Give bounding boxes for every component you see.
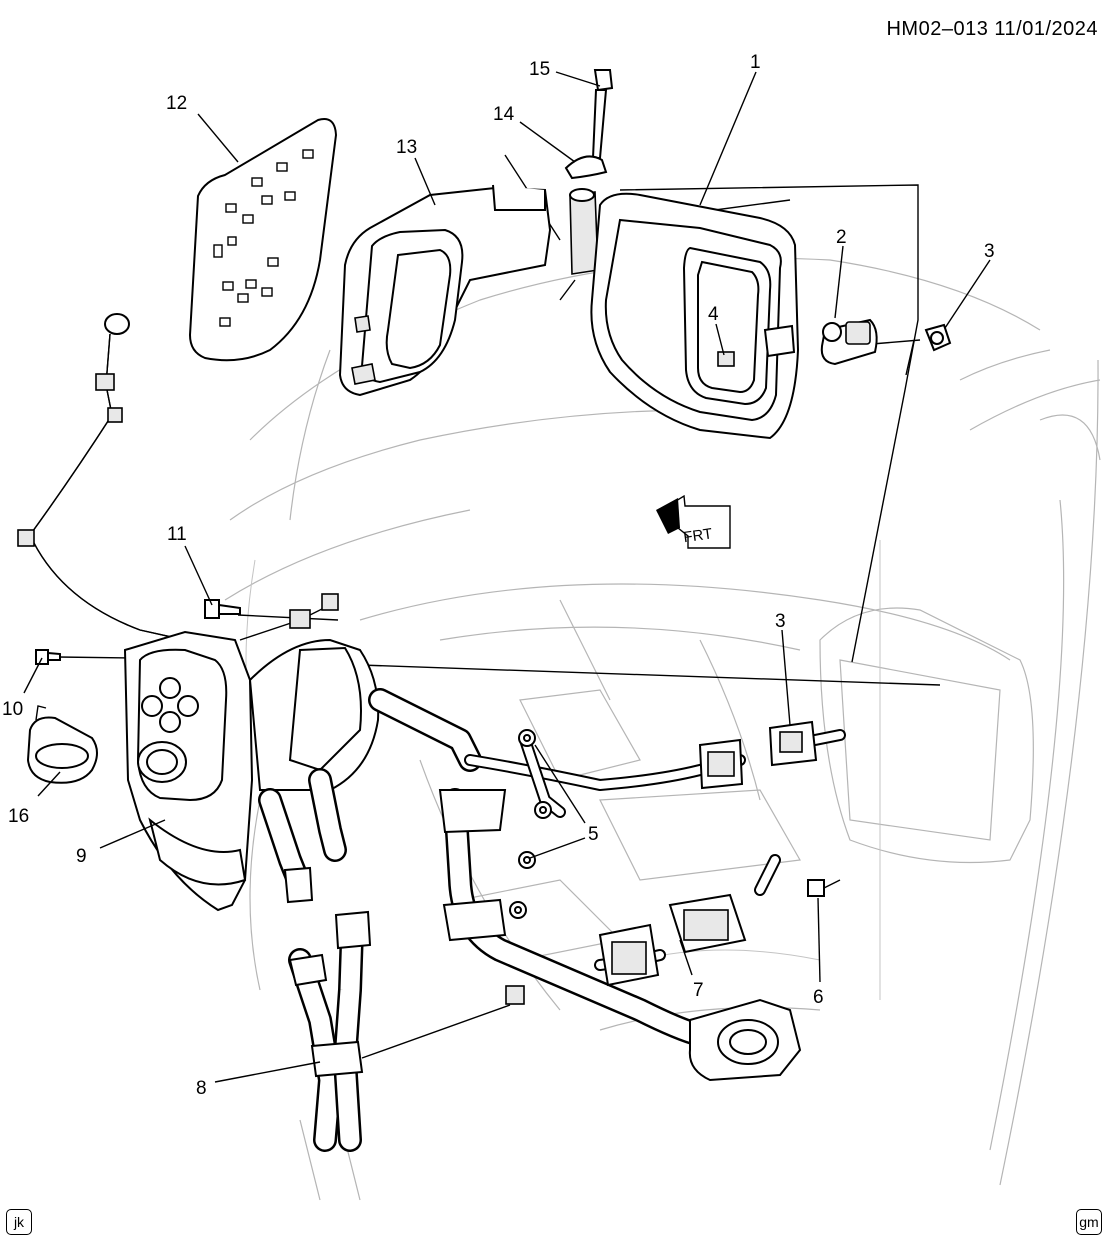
corner-tag-left: jk (6, 1209, 32, 1235)
part-6-bolt (807, 879, 841, 897)
part-5-grommets (509, 729, 552, 919)
part-9-charge-inlet-assembly (123, 630, 254, 912)
callout-14: 14 (493, 104, 515, 125)
callout-3-top: 3 (984, 241, 995, 262)
callout-4: 4 (708, 304, 719, 325)
release-cable (17, 313, 339, 641)
callout-5: 5 (588, 824, 599, 845)
part-8-coolant-hose (288, 910, 525, 1152)
part-12-charge-door-panel (188, 118, 338, 362)
callout-8: 8 (196, 1078, 207, 1099)
connector-mid (698, 738, 744, 790)
part-3-rod-pin-top (905, 323, 952, 376)
callout-11: 11 (167, 524, 187, 545)
part-15-hinge-pin (591, 69, 614, 159)
callout-12: 12 (166, 93, 187, 114)
callout-13: 13 (396, 137, 417, 158)
front-direction-label: FRT (682, 525, 713, 546)
charge-harness-body (248, 638, 712, 1047)
vehicle-body-ghost (224, 257, 1101, 1201)
harness-wiring (464, 729, 846, 971)
callout-6: 6 (813, 987, 824, 1008)
callout-labels: 1 2 3 4 3 5 6 7 8 9 10 11 12 13 14 15 16 (2, 52, 995, 1099)
part-1-charge-port-housing (590, 192, 800, 440)
callout-3-lower: 3 (775, 611, 786, 632)
part-2-door-actuator (820, 318, 878, 366)
corner-tag-right: gm (1076, 1209, 1102, 1235)
large-connector-end (688, 998, 802, 1082)
front-direction-indicator: FRT (656, 494, 731, 549)
callout-1: 1 (750, 52, 761, 73)
part-7-connector (598, 893, 747, 987)
callout-leaders (23, 71, 991, 1083)
callout-9: 9 (76, 846, 87, 867)
part-10-bolt (35, 649, 61, 665)
callout-10: 10 (2, 699, 23, 720)
callout-15: 15 (529, 59, 550, 80)
diagram-code-date: HM02–013 11/01/2024 (886, 18, 1098, 40)
part-13-door-housing (338, 184, 552, 397)
part-11-bolt (204, 599, 241, 619)
callout-7: 7 (693, 980, 704, 1001)
callout-2: 2 (836, 227, 847, 248)
callout-16: 16 (8, 806, 29, 827)
part-3-connector-lower (768, 720, 818, 767)
part-16-inlet-cap (26, 705, 98, 784)
